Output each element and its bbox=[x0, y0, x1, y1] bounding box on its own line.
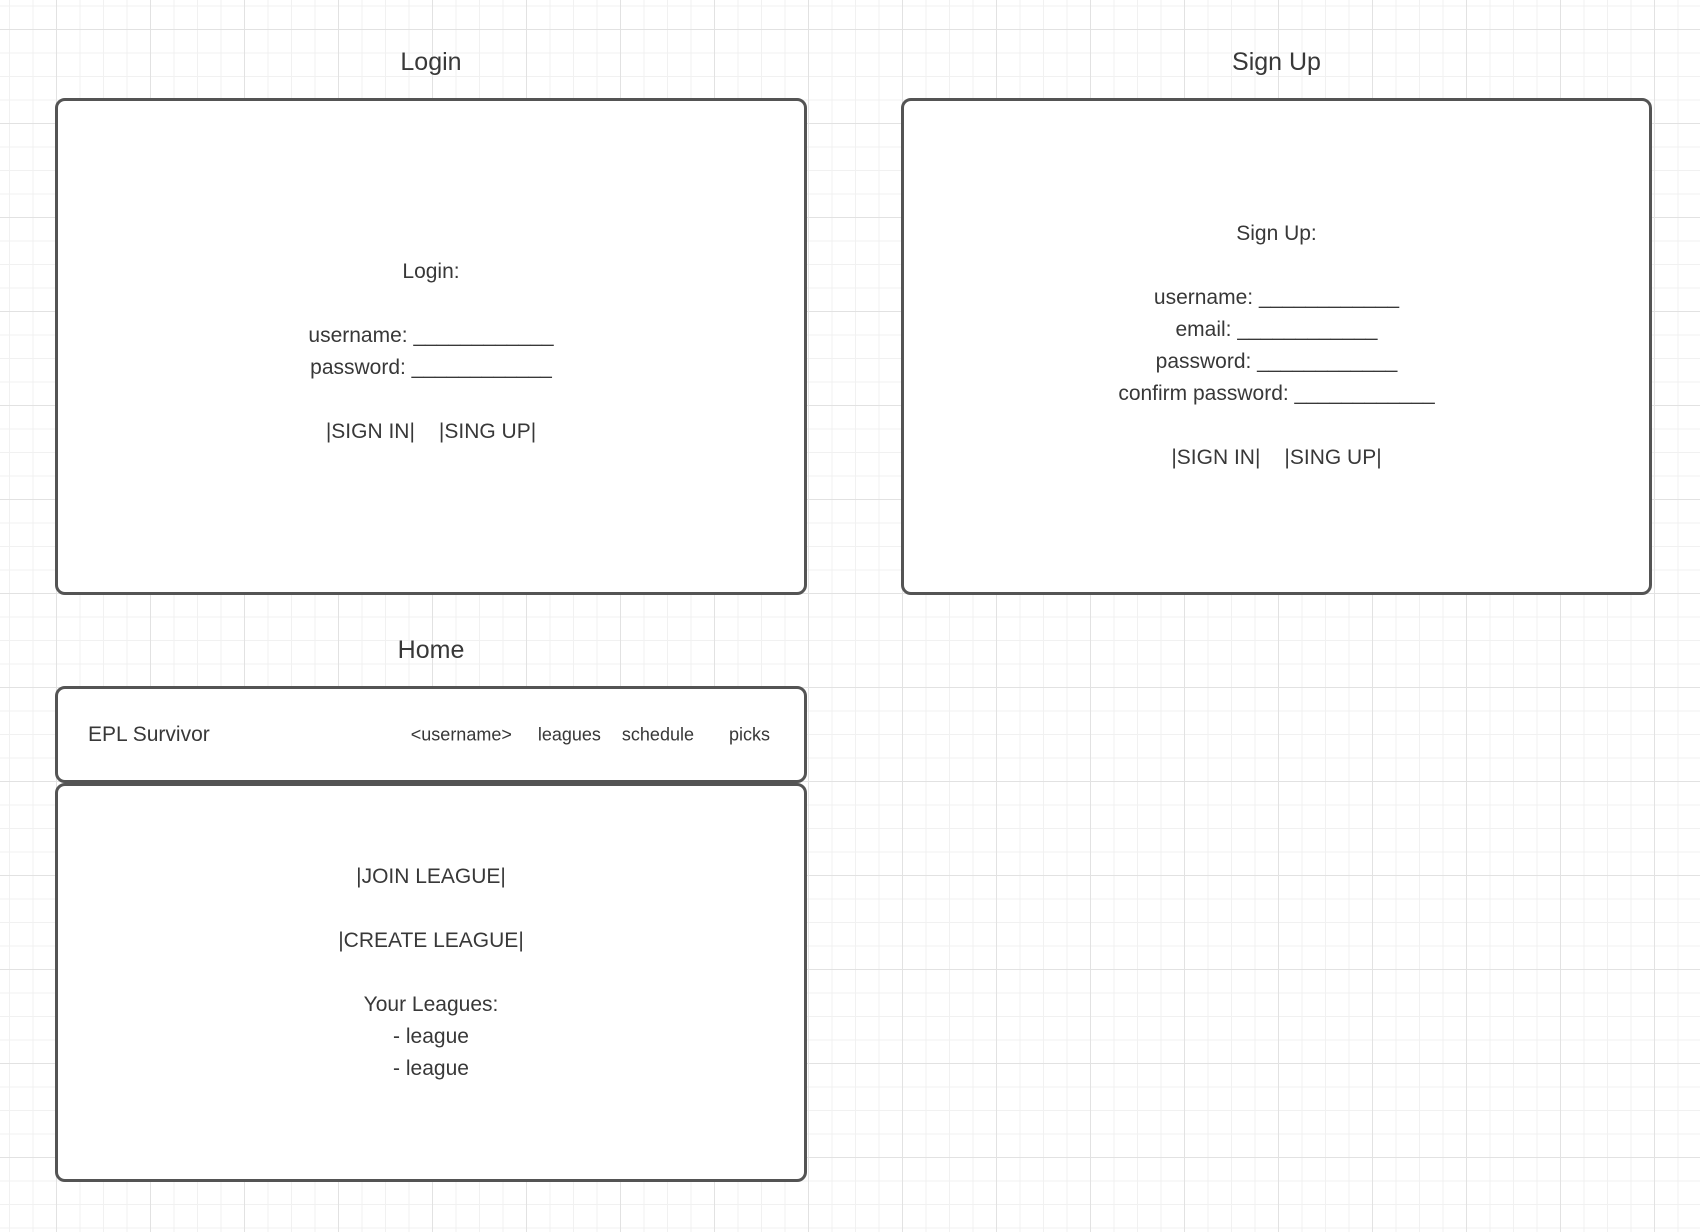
signup-password-field[interactable]: password: ____________ bbox=[1155, 350, 1398, 373]
signup-heading: Sign Up: bbox=[1236, 222, 1317, 245]
login-frame-title: Login bbox=[400, 48, 462, 76]
login-username-field[interactable]: username: ____________ bbox=[308, 324, 554, 347]
home-header-bar[interactable]: EPL Survivor <username> leagues schedule… bbox=[55, 686, 807, 783]
signup-confirm-password-field[interactable]: confirm password: ____________ bbox=[1118, 382, 1435, 405]
nav-item-username[interactable]: <username> bbox=[410, 724, 512, 744]
login-password-field[interactable]: password: ____________ bbox=[310, 356, 552, 379]
nav-item-picks[interactable]: picks bbox=[728, 724, 770, 744]
join-league-button[interactable]: |JOIN LEAGUE| bbox=[356, 865, 506, 888]
nav-item-schedule[interactable]: schedule bbox=[621, 724, 694, 744]
signup-email-field[interactable]: email: ____________ bbox=[1175, 318, 1378, 341]
signup-frame-title: Sign Up bbox=[1232, 48, 1321, 76]
create-league-button[interactable]: |CREATE LEAGUE| bbox=[338, 929, 524, 952]
signup-username-field[interactable]: username: ____________ bbox=[1153, 286, 1400, 309]
login-heading: Login: bbox=[402, 260, 460, 283]
nav-item-leagues[interactable]: leagues bbox=[537, 724, 601, 744]
login-sign-in-button[interactable]: |SIGN IN| bbox=[325, 420, 415, 443]
app-brand-label: EPL Survivor bbox=[88, 722, 210, 746]
home-nav: <username> leagues schedule picks bbox=[411, 724, 770, 745]
home-frame-title: Home bbox=[397, 636, 465, 664]
signup-sign-in-button[interactable]: |SIGN IN| bbox=[1171, 446, 1261, 469]
league-list-item[interactable]: - league bbox=[393, 1057, 469, 1080]
signup-sign-up-button[interactable]: |SING UP| bbox=[1284, 446, 1382, 469]
login-frame[interactable]: Login: username: ____________ password: … bbox=[55, 98, 807, 595]
login-sign-up-button[interactable]: |SING UP| bbox=[438, 420, 537, 443]
league-list-item[interactable]: - league bbox=[393, 1025, 469, 1048]
home-content-frame[interactable]: |JOIN LEAGUE| |CREATE LEAGUE| Your Leagu… bbox=[55, 783, 807, 1182]
your-leagues-heading: Your Leagues: bbox=[363, 993, 499, 1016]
signup-frame[interactable]: Sign Up: username: ____________ email: _… bbox=[901, 98, 1652, 595]
